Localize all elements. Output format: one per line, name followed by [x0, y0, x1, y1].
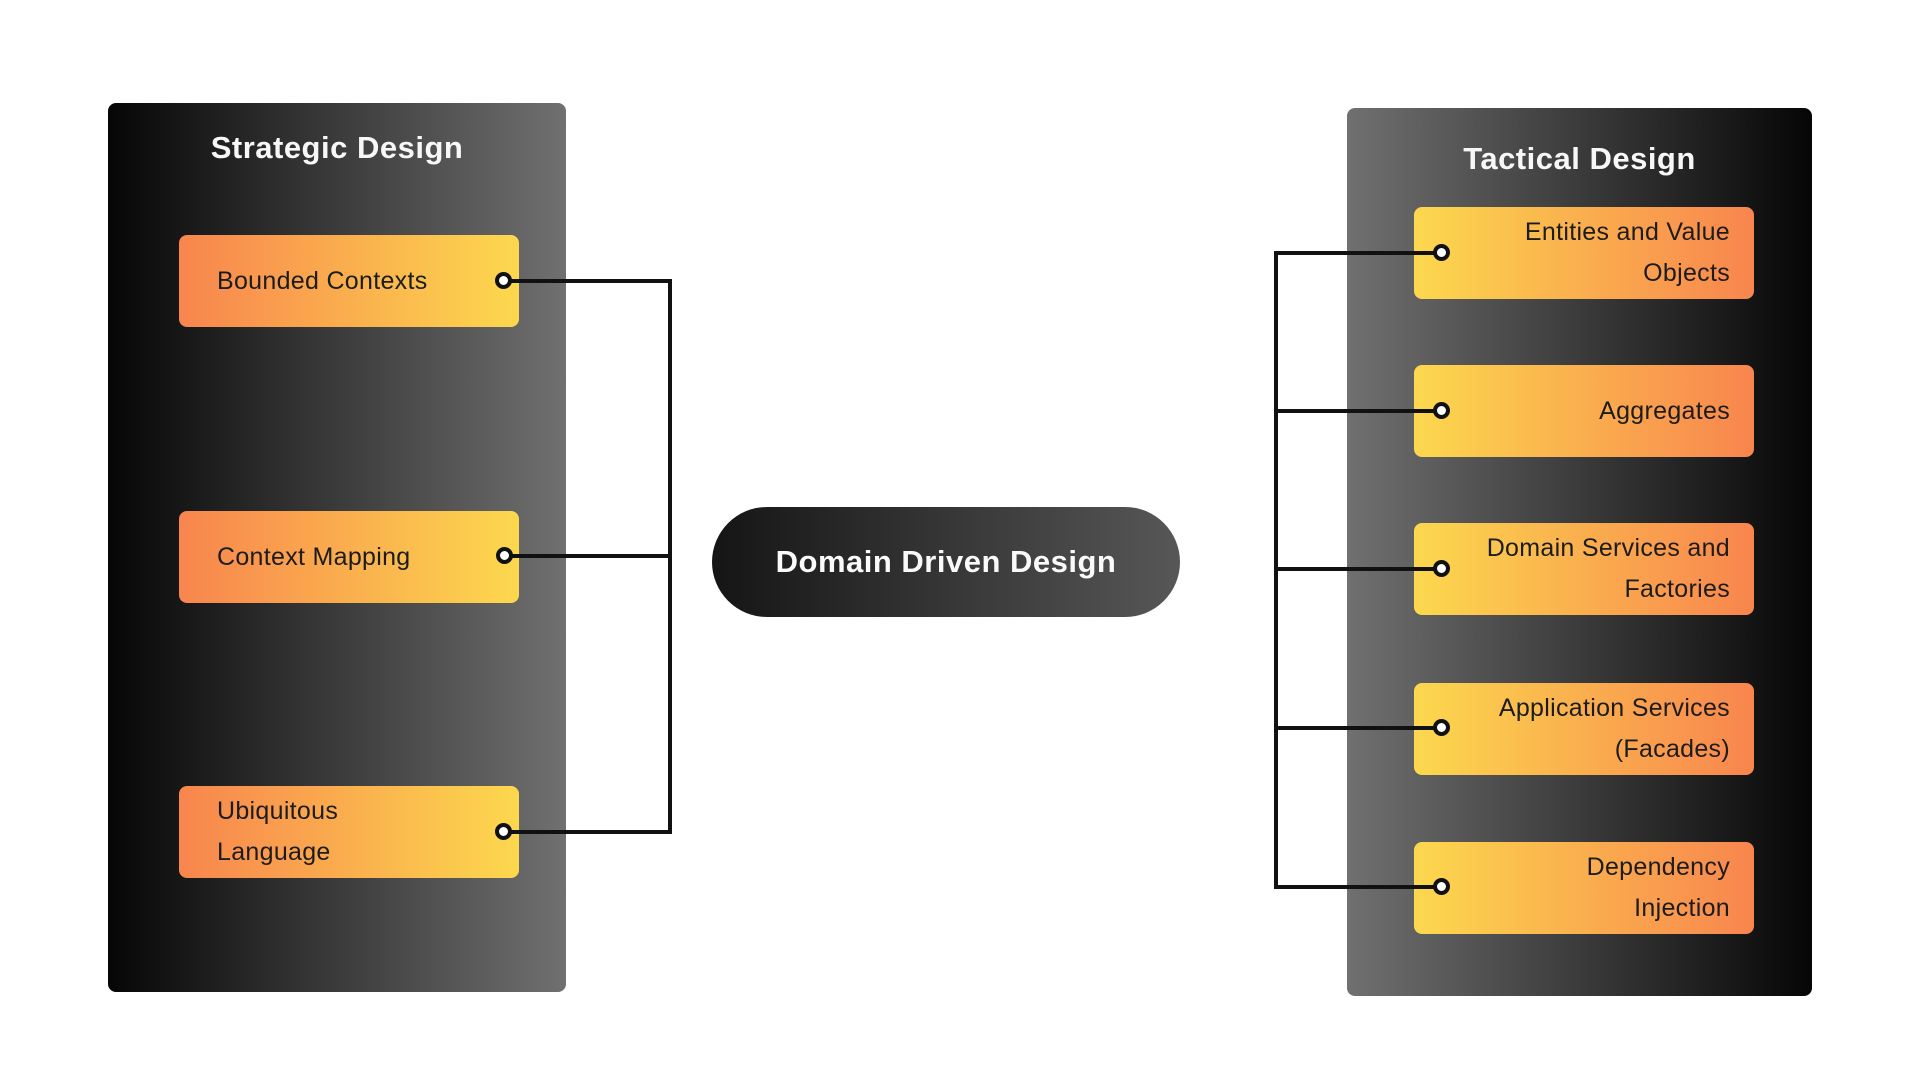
connector-line-horizontal: [1274, 885, 1444, 889]
node-label: Bounded Contexts: [217, 266, 428, 295]
connector-line-horizontal: [504, 830, 672, 834]
connector-line-horizontal: [1274, 726, 1444, 730]
center-node-domain-driven-design: Domain Driven Design: [712, 507, 1180, 617]
node-context-mapping: Context Mapping: [179, 511, 519, 603]
node-label: Aggregates: [1599, 396, 1730, 425]
node-application-services-facades: Application Services (Facades): [1414, 683, 1754, 775]
tactical-design-panel: Tactical Design Entities and Value Objec…: [1347, 108, 1812, 996]
node-label: Dependency Injection: [1586, 853, 1730, 922]
connector-line-horizontal: [504, 279, 672, 283]
panel-title-tactical: Tactical Design: [1463, 141, 1696, 176]
connector-dot: [495, 823, 512, 840]
node-entities-value-objects: Entities and Value Objects: [1414, 207, 1754, 299]
node-ubiquitous-language: Ubiquitous Language: [179, 786, 519, 878]
node-label: Ubiquitous Language: [217, 797, 339, 866]
panel-title-strategic: Strategic Design: [210, 130, 464, 165]
node-label: Context Mapping: [217, 542, 411, 571]
connector-dot: [495, 272, 512, 289]
center-node-label: Domain Driven Design: [775, 544, 1117, 579]
connector-line-vertical: [668, 279, 672, 834]
connector-dot: [496, 547, 513, 564]
node-label: Entities and Value Objects: [1524, 218, 1730, 287]
connector-dot: [1433, 402, 1450, 419]
node-bounded-contexts: Bounded Contexts: [179, 235, 519, 327]
connector-dot: [1433, 560, 1450, 577]
node-label: Domain Services and Factories: [1486, 534, 1730, 603]
connector-dot: [1433, 878, 1450, 895]
connector-line-horizontal: [1274, 567, 1444, 571]
connector-line-horizontal: [1274, 251, 1444, 255]
connector-dot: [1433, 244, 1450, 261]
connector-dot: [1433, 719, 1450, 736]
node-label: Application Services (Facades): [1498, 694, 1730, 763]
strategic-design-panel: Strategic Design Bounded Contexts Contex…: [108, 103, 566, 992]
connector-line-horizontal: [1274, 409, 1444, 413]
node-domain-services-factories: Domain Services and Factories: [1414, 523, 1754, 615]
node-dependency-injection: Dependency Injection: [1414, 842, 1754, 934]
connector-line-horizontal: [505, 554, 672, 558]
node-aggregates: Aggregates: [1414, 365, 1754, 457]
